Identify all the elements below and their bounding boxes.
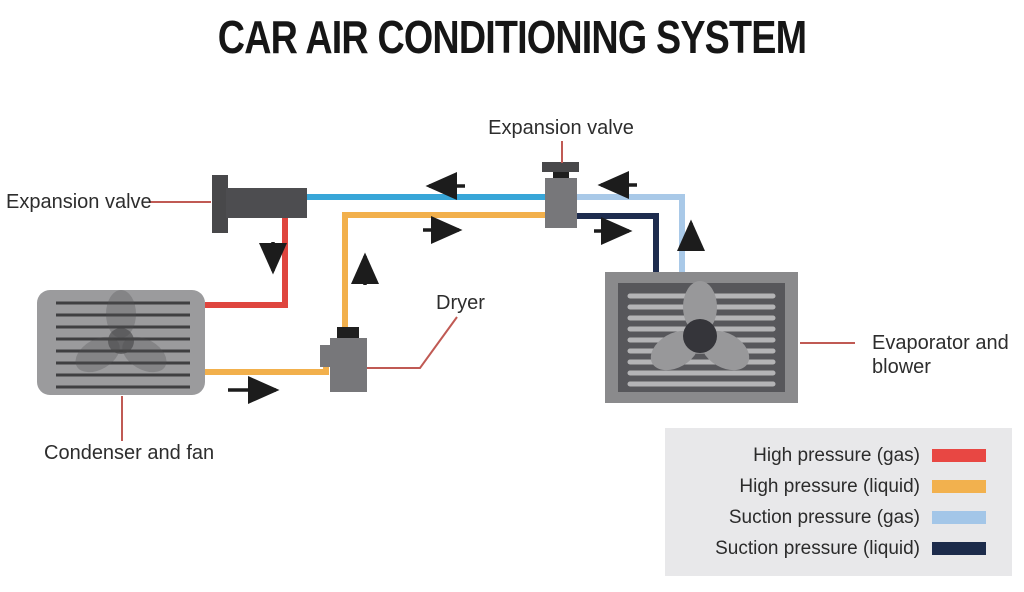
expansion-valve-top-icon [542,162,579,228]
condenser-fan-icon [75,290,167,373]
dryer-label: Dryer [436,292,485,314]
legend-swatch-icon [932,511,986,524]
legend-swatch-icon [932,449,986,462]
legend-item-suction-pressure-gas: Suction pressure (gas) [665,507,1012,529]
legend: High pressure (gas) High pressure (liqui… [665,428,1012,576]
legend-label: Suction pressure (liquid) [715,537,920,559]
evaporator-icon [605,272,798,403]
pipe-suction-pressure-liquid [576,213,659,278]
legend-label: High pressure (gas) [753,444,920,466]
expansion-valve-left-icon [212,175,307,233]
evaporator-label: Evaporator and blower [872,332,1009,379]
legend-swatch-icon [932,480,986,493]
blower-fan-icon [650,281,750,371]
legend-label: High pressure (liquid) [739,475,920,497]
legend-item-suction-pressure-liquid: Suction pressure (liquid) [665,538,1012,560]
legend-label: Suction pressure (gas) [728,506,920,528]
condenser-fins [56,301,190,389]
page-title: CAR AIR CONDITIONING SYSTEM [217,11,807,63]
pipe-high-pressure-liquid-condenser-dryer [205,350,329,375]
pipe-suction-pressure-gas [576,194,685,278]
dryer-icon [320,327,367,392]
connector-dryer [367,316,458,369]
flow-arrows [228,171,705,404]
legend-swatch-icon [932,542,986,555]
pipe-high-pressure-liquid-dryer-valve [342,212,546,334]
label-connectors [121,141,855,441]
legend-item-high-pressure-liquid: High pressure (liquid) [665,476,1012,498]
expansion-valve-top-label: Expansion valve [488,117,634,139]
condenser-icon [37,290,205,395]
legend-item-high-pressure-gas: High pressure (gas) [665,445,1012,467]
expansion-valve-left-label: Expansion valve [6,191,152,213]
condenser-label: Condenser and fan [44,442,215,464]
